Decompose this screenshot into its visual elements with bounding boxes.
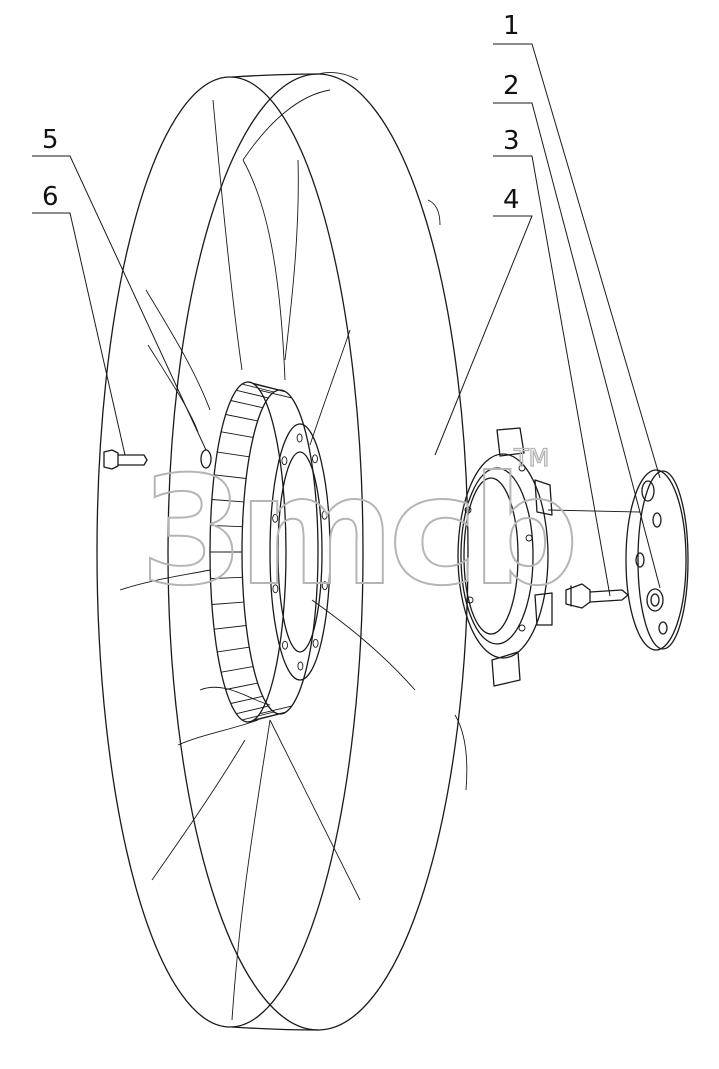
watermark: 3mcb TM (139, 443, 580, 620)
hex-flange-bolt-6 (103, 449, 148, 470)
hub-bolt-hole (282, 640, 288, 650)
watermark-text: 3mcb (140, 445, 573, 619)
hub-rib (247, 381, 281, 391)
hub-bolt-hole (272, 584, 279, 594)
hub-rib (225, 414, 258, 422)
hub-bolt-hole (297, 661, 304, 671)
hub-rib (236, 705, 269, 715)
hub-rib (241, 711, 275, 721)
hub-rib (241, 383, 275, 393)
callout-2: 2 (503, 71, 520, 101)
hub-rib (236, 389, 269, 399)
hub-bolt-hole (281, 456, 288, 466)
fan-blades (119, 89, 416, 1021)
hub-rib (253, 711, 287, 721)
hub-bolt-hole (321, 581, 328, 591)
leader-lines (32, 43, 661, 597)
hub-rib (210, 524, 243, 528)
callout-6: 6 (42, 182, 59, 212)
hub-rib (259, 389, 292, 399)
mounting-adapter (457, 427, 641, 687)
callout-3: 3 (503, 126, 520, 156)
hub-rib (221, 431, 254, 438)
fan-ring (96, 72, 469, 1031)
hub-rib (217, 646, 250, 653)
hub-rib (211, 499, 244, 503)
hub-bolt-hole (272, 513, 279, 523)
hub-bolt-hole (312, 638, 319, 648)
hub-bolt-hole (312, 454, 318, 464)
hub-bolt-hole (321, 510, 328, 520)
hub-rib (225, 682, 258, 690)
hub-rib (230, 695, 263, 704)
callout-1: 1 (503, 11, 520, 41)
hub-rib (259, 705, 292, 715)
hub-rib (214, 474, 247, 479)
hub-rib (210, 576, 243, 580)
hub-rib (211, 601, 244, 605)
hub-bolt-hole (296, 433, 303, 443)
flange-plate (625, 469, 689, 651)
callouts: 1 2 3 4 5 6 (42, 11, 520, 215)
hub-rib (230, 400, 263, 409)
fan-hub (200, 381, 331, 723)
hub-rib (253, 383, 287, 393)
callout-5: 5 (42, 125, 59, 155)
hub-rib (217, 451, 250, 458)
hex-flange-bolt-3 (565, 583, 629, 609)
callout-4: 4 (503, 185, 520, 215)
hub-rib (221, 666, 254, 673)
hub-rib (247, 713, 281, 723)
watermark-trademark: TM (513, 444, 549, 472)
hub-rib (214, 625, 247, 630)
